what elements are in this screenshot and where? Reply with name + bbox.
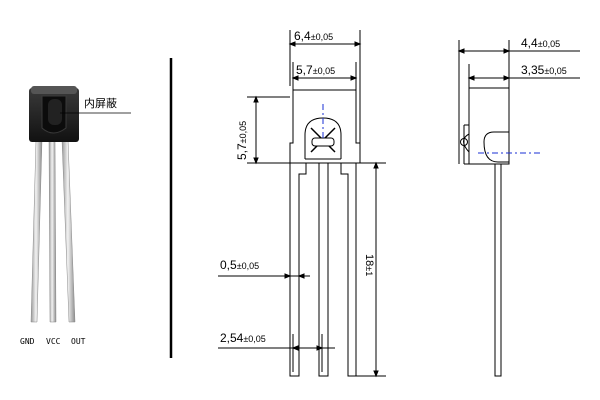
dim-width-outer: 6,4±0,05	[294, 29, 333, 43]
side-body-outline	[468, 87, 510, 165]
front-lead-center	[318, 163, 329, 377]
dim-width-inner: 5,7±0,05	[296, 63, 335, 77]
dim-depth-inner: 3,35±0,05	[521, 63, 567, 77]
dim-lead-length: 18±1	[363, 254, 375, 276]
side-bump-left	[463, 133, 470, 153]
pin-label-out: OUT	[71, 337, 86, 346]
front-lead-right	[340, 163, 357, 377]
shield-label: 内屏蔽	[84, 96, 117, 110]
front-lead-left	[289, 163, 307, 377]
pin-label-vcc: VCC	[46, 337, 61, 346]
dim-pin-pitch: 2,54±0,05	[220, 331, 266, 345]
side-lead	[494, 164, 502, 377]
dim-body-height: 5,7±0,05	[235, 121, 249, 160]
dim-pin-width: 0,5±0,05	[220, 258, 259, 272]
side-view	[457, 40, 580, 377]
front-body-outline	[289, 89, 361, 164]
pin-label-gnd: GND	[20, 337, 35, 346]
photo-leads	[30, 139, 76, 323]
photo-body	[29, 86, 79, 142]
component-photo: 内屏蔽 GND VCC OUT	[20, 86, 131, 346]
side-lens	[483, 131, 509, 163]
front-view	[218, 30, 386, 378]
dim-depth-outer: 4,4±0,05	[521, 36, 560, 50]
